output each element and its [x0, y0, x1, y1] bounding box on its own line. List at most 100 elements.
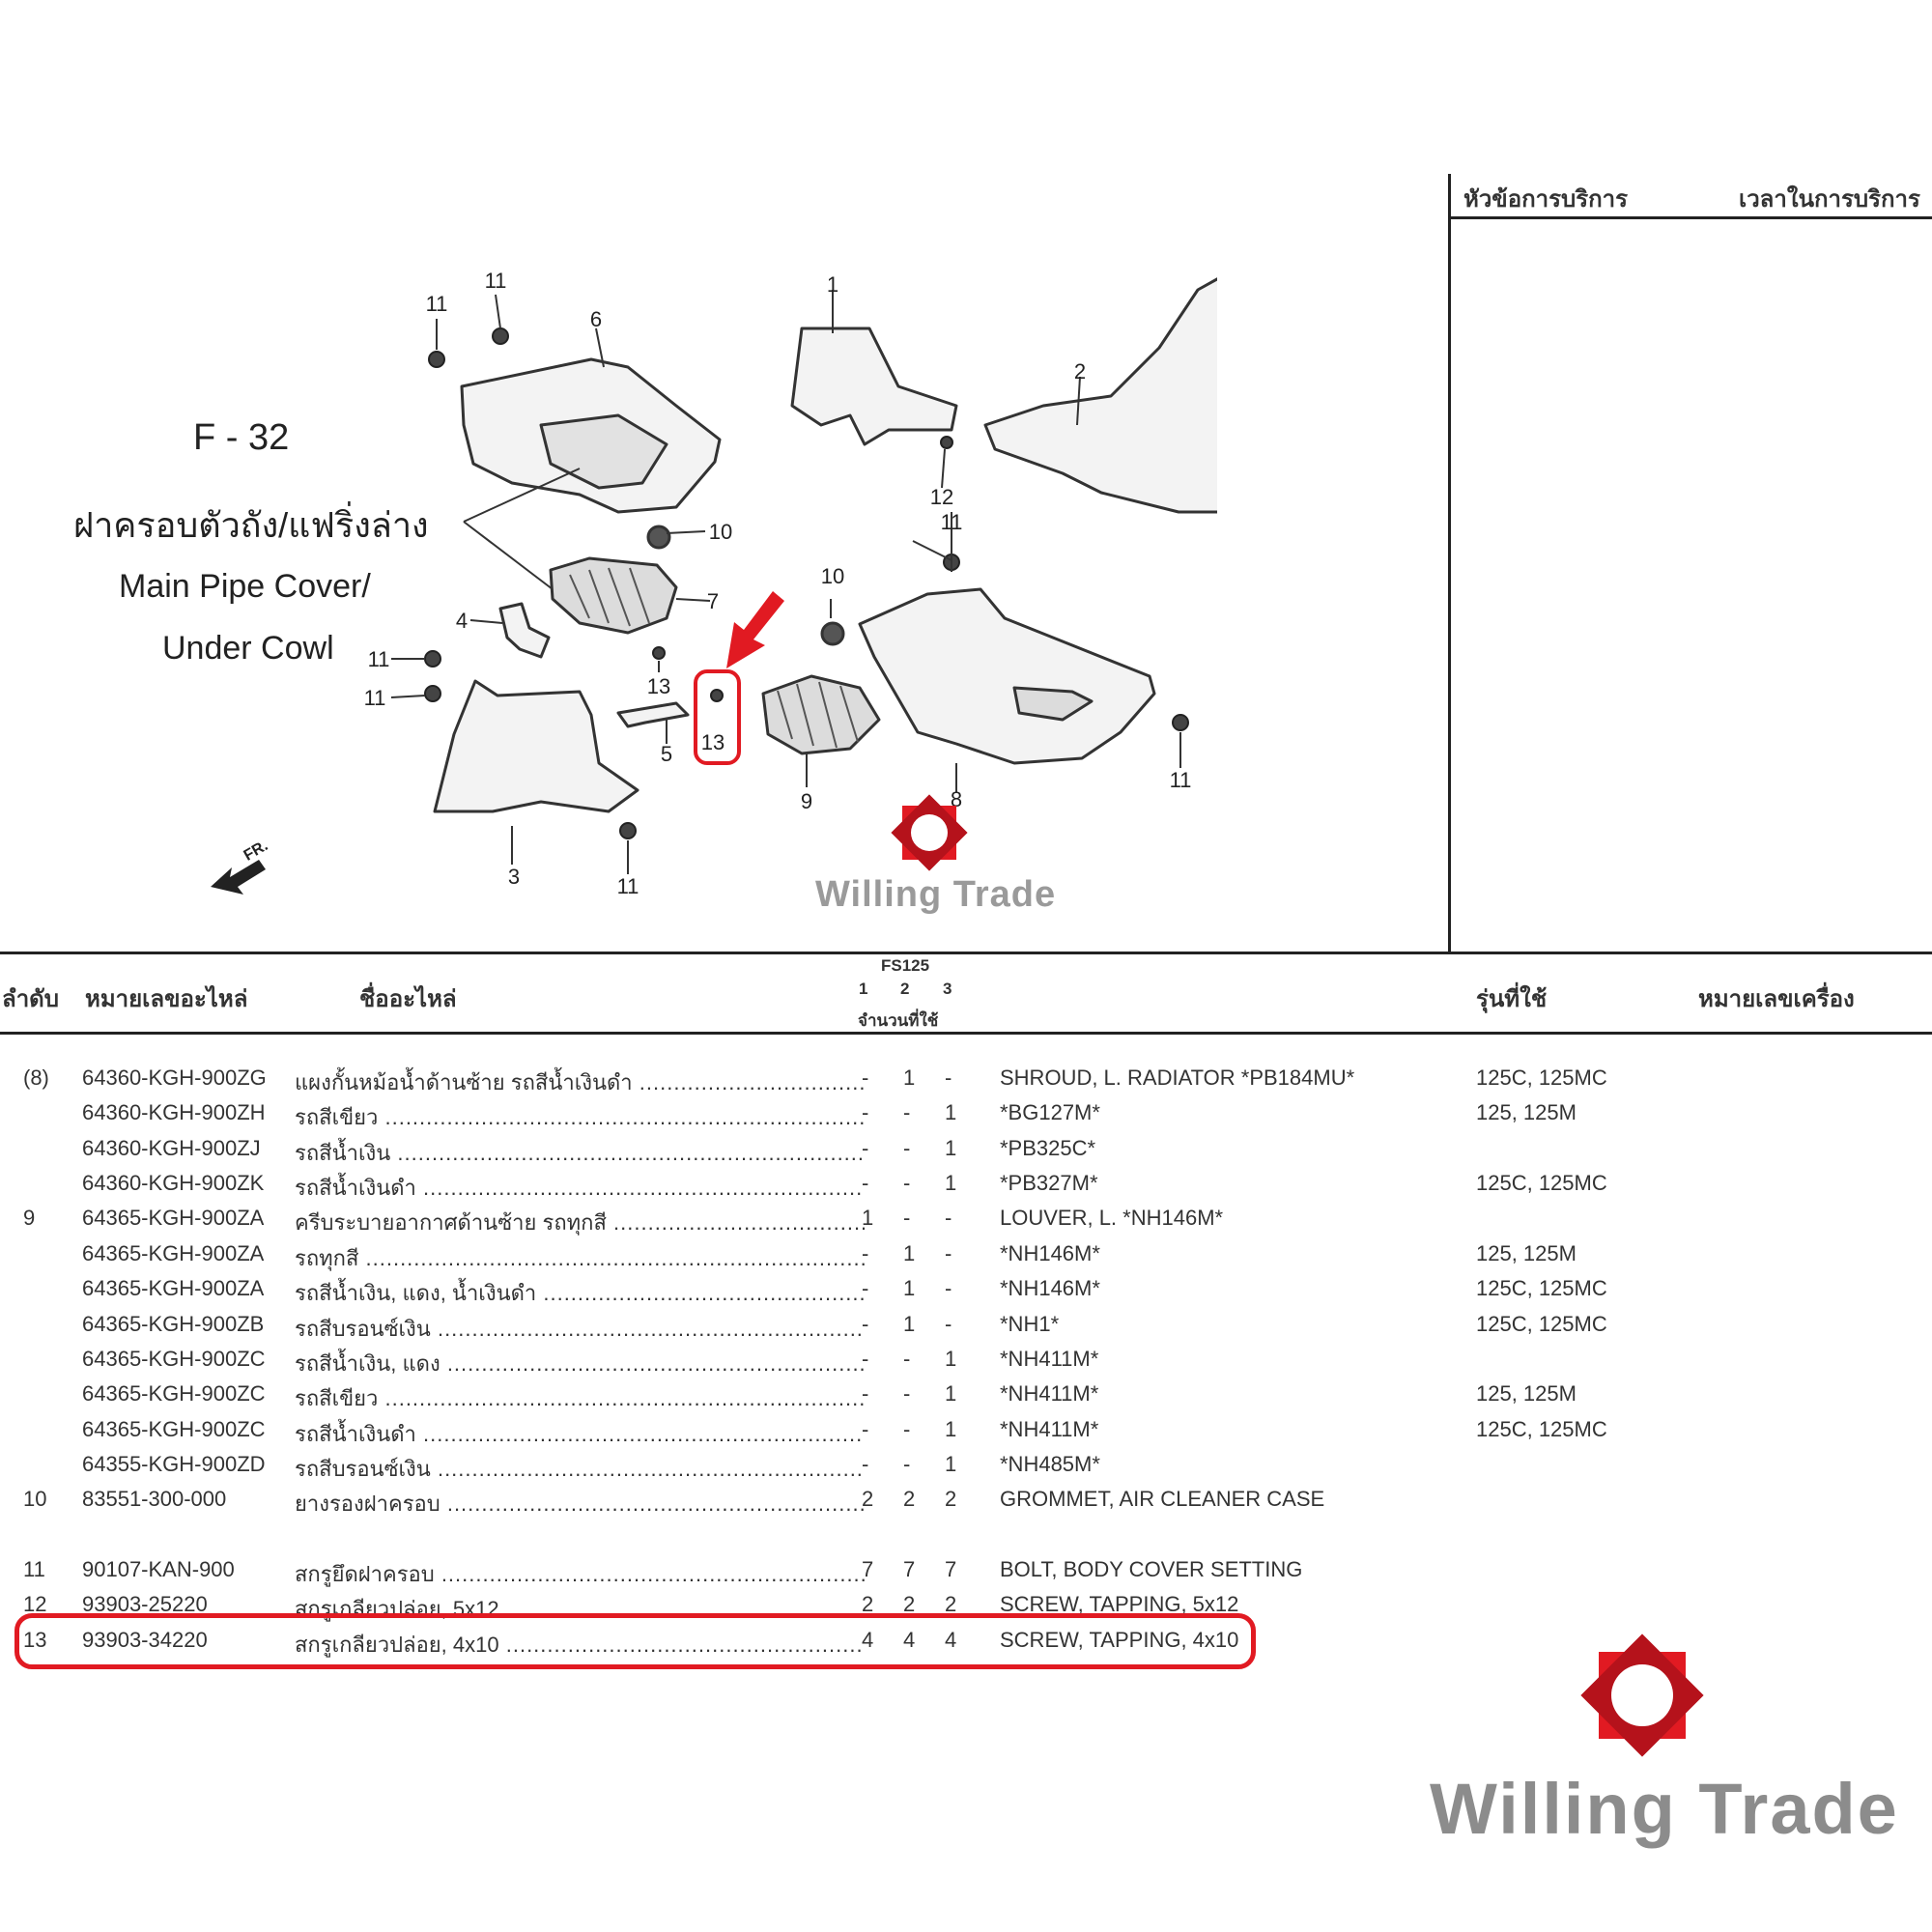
leader-line — [941, 448, 946, 489]
screw-13 — [710, 689, 724, 702]
leader-dots: ........................................… — [437, 1457, 865, 1481]
row-no: 13 — [23, 1628, 47, 1652]
part-name: รถสีเขียว ..............................… — [295, 1381, 865, 1415]
part-name-text: รถสีน้ำเงิน, แดง, น้ำเงินดำ — [295, 1281, 537, 1305]
leader-line — [463, 521, 554, 590]
part-5-stay — [616, 701, 690, 728]
qty-2: - — [903, 1206, 911, 1230]
qty-2: 7 — [903, 1557, 916, 1581]
qty-3: 1 — [945, 1452, 957, 1476]
qty-3: 1 — [945, 1171, 957, 1195]
part-name: รถสีบรอนซ์เงิน .........................… — [295, 1312, 865, 1346]
leader-dots: ........................................… — [437, 1317, 865, 1341]
callout-13: 13 — [647, 674, 670, 698]
leader-dots: ........................................… — [446, 1351, 865, 1376]
part-name: แผงกั้นหม้อน้ำด้านซ้าย รถสีน้ำเงินดำ ...… — [295, 1065, 865, 1099]
qty-1: - — [862, 1100, 869, 1124]
qty-1: - — [862, 1452, 869, 1476]
leader-dots: ........................................… — [505, 1633, 865, 1657]
part-10-grommet-a — [646, 525, 671, 550]
header-model-group: FS125 — [881, 956, 930, 975]
part-number: 93903-34220 — [82, 1628, 208, 1652]
part-10-grommet-b — [820, 621, 845, 646]
leader-dots: ........................................… — [397, 1141, 865, 1165]
part-4-bracket — [498, 602, 551, 659]
callout-11: 11 — [1170, 768, 1192, 792]
callout-10: 10 — [821, 564, 844, 588]
row-13-highlight — [14, 1613, 1256, 1669]
qty-1: - — [862, 1312, 869, 1336]
callout-13: 13 — [701, 730, 724, 754]
callout-2: 2 — [1074, 359, 1086, 384]
part-number: 83551-300-000 — [82, 1487, 227, 1511]
leader-dots: ........................................… — [440, 1562, 865, 1586]
callout-11: 11 — [941, 510, 963, 534]
callout-11: 11 — [368, 647, 390, 671]
watermark-logo-large — [1580, 1634, 1704, 1757]
qty-3: - — [945, 1206, 952, 1230]
description: *NH411M* — [1000, 1417, 1099, 1441]
leader-dots: ........................................… — [423, 1422, 865, 1446]
part-number: 64365-KGH-900ZB — [82, 1312, 265, 1336]
description: LOUVER, L. *NH146M* — [1000, 1206, 1224, 1230]
part-name: รถสีเขียว ..............................… — [295, 1100, 865, 1134]
callout-4: 4 — [456, 609, 468, 633]
qty-3: - — [945, 1312, 952, 1336]
watermark-text-large: Willing Trade — [1430, 1769, 1899, 1849]
part-name: รถทุกสี ................................… — [295, 1241, 865, 1275]
callout-11: 11 — [485, 269, 507, 293]
bolt-11 — [1172, 714, 1189, 731]
leader-line — [912, 540, 952, 561]
leader-dots: ........................................… — [365, 1246, 866, 1270]
callout-11: 11 — [426, 292, 448, 316]
part-6-cover-inner — [539, 413, 668, 490]
diagram-code: F - 32 — [193, 417, 290, 458]
screw-12 — [940, 436, 953, 449]
part-number: 64360-KGH-900ZK — [82, 1171, 265, 1195]
part-name: สกรูยึดฝาครอบ ..........................… — [295, 1557, 865, 1591]
part-name: รถสีบรอนซ์เงิน .........................… — [295, 1452, 865, 1486]
louver-9-rib — [777, 690, 793, 740]
service-topic-header: หัวข้อการบริการ — [1463, 186, 1629, 213]
qty-3: 7 — [945, 1557, 957, 1581]
callout-5: 5 — [661, 742, 672, 766]
screw-13-highlight — [694, 669, 741, 765]
callout-3: 3 — [508, 865, 520, 889]
leader-dots: ........................................… — [384, 1105, 865, 1129]
part-name: รถสีน้ำเงินดำ ..........................… — [295, 1417, 865, 1451]
red-arrow-icon — [726, 591, 784, 668]
header-engine-no: หมายเลขเครื่อง — [1698, 986, 1855, 1012]
qty-2: 2 — [903, 1487, 916, 1511]
part-number: 64365-KGH-900ZC — [82, 1417, 266, 1441]
callout-10: 10 — [709, 520, 732, 544]
description: *NH146M* — [1000, 1241, 1100, 1265]
header-name: ชื่ออะไหล่ — [359, 986, 457, 1012]
header-models: รุ่นที่ใช้ — [1476, 986, 1548, 1012]
description: GROMMET, AIR CLEANER CASE — [1000, 1487, 1325, 1511]
qty-2: - — [903, 1100, 911, 1124]
part-name-text: รถสีบรอนซ์เงิน — [295, 1457, 431, 1481]
logo-center — [1611, 1664, 1673, 1726]
part-number: 64355-KGH-900ZD — [82, 1452, 266, 1476]
qty-2: 1 — [903, 1276, 916, 1300]
leader-line — [463, 468, 581, 523]
part-8-cover-slot — [1012, 686, 1094, 722]
parts-diagram: 1 2 3 4 5 6 7 8 9 10 10 11 11 11 11 11 1… — [211, 269, 1217, 898]
header-part-no: หมายเลขอะไหล่ — [85, 986, 248, 1012]
part-number: 64365-KGH-900ZA — [82, 1206, 265, 1230]
leader-line — [469, 619, 503, 624]
models: 125C, 125MC — [1476, 1171, 1607, 1195]
qty-3: 1 — [945, 1136, 957, 1160]
qty-2: 2 — [903, 1592, 916, 1616]
row-no: 9 — [23, 1206, 36, 1230]
description: SCREW, TAPPING, 5x12 — [1000, 1592, 1239, 1616]
row-no: 12 — [23, 1592, 47, 1616]
leader-line — [595, 327, 605, 368]
callout-11: 11 — [617, 874, 639, 898]
